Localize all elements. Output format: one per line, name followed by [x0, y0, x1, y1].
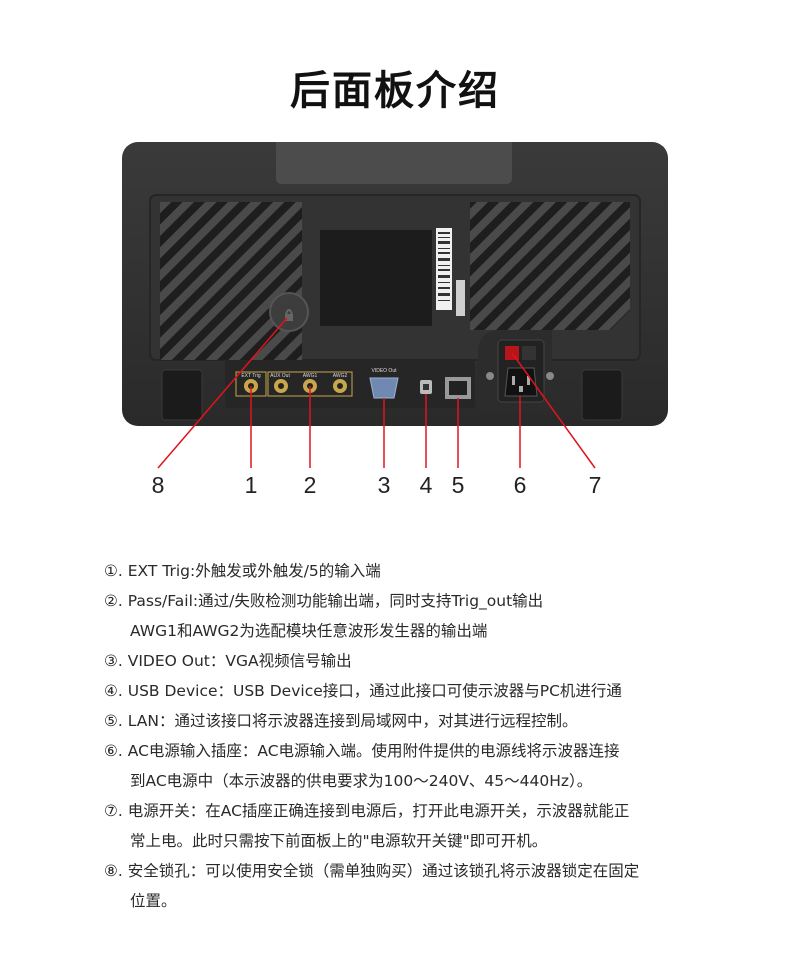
desc-pass-fail: ②. Pass/Fail:通过/失败检测功能输出端，同时支持Trig_out输出 — [104, 592, 544, 610]
desc-video-out: ③. VIDEO Out：VGA视频信号输出 — [104, 652, 352, 670]
desc-ac-inlet: ⑥. AC电源输入插座：AC电源输入端。使用附件提供的电源线将示波器连接 — [104, 742, 620, 760]
callout-5: 5 — [451, 472, 465, 498]
description-list: ①. EXT Trig:外触发或外触发/5的输入端 ②. Pass/Fail:通… — [104, 556, 744, 916]
right-vent-grille — [470, 202, 630, 330]
desc-power-switch-cont: 常上电。此时只需按下前面板上的"电源软开关键"即可开机。 — [130, 832, 548, 850]
top-recess — [276, 142, 512, 184]
awg2-label: AWG2 — [333, 373, 348, 379]
callout-lines — [157, 317, 596, 469]
video-out-label: VIDEO Out — [371, 368, 397, 374]
aux-out-label: AUX Out — [270, 373, 290, 379]
page-title: 后面板介绍 — [290, 68, 500, 114]
ac-inlet — [504, 367, 538, 397]
callout-1: 1 — [244, 472, 258, 498]
label-plate — [320, 230, 432, 326]
callout-2: 2 — [303, 472, 317, 498]
desc-pass-fail-cont: AWG1和AWG2为选配模块任意波形发生器的输出端 — [130, 622, 488, 640]
callout-8: 8 — [151, 472, 165, 498]
desc-power-switch: ⑦. 电源开关：在AC插座正确连接到电源后，打开此电源开关，示波器就能正 — [104, 802, 630, 820]
callout-6: 6 — [513, 472, 527, 498]
callout-3: 3 — [377, 472, 391, 498]
callout-7: 7 — [588, 472, 602, 498]
desc-lan: ⑤. LAN：通过该接口将示波器连接到局域网中，对其进行远程控制。 — [104, 712, 578, 730]
awg1-label: AWG1 — [303, 373, 318, 379]
desc-ext-trig: ①. EXT Trig:外触发或外触发/5的输入端 — [104, 562, 381, 580]
desc-security-lock-cont: 位置。 — [130, 892, 177, 910]
left-vent-grille — [160, 202, 302, 360]
vga-port — [369, 377, 399, 399]
callout-4: 4 — [419, 472, 433, 498]
ext-trig-label: EXT Trig — [241, 373, 261, 379]
desc-usb-device: ④. USB Device：USB Device接口，通过此接口可使示波器与PC… — [104, 682, 622, 700]
foot-left — [161, 369, 203, 421]
foot-right — [581, 369, 623, 421]
security-lock-hole — [269, 292, 309, 332]
rear-panel-illustration: EXT Trig AUX Out AWG1 AWG2 VIDEO Out — [122, 142, 668, 469]
desc-ac-inlet-cont: 到AC电源中（本示波器的供电要求为100～240V、45～440Hz）。 — [130, 772, 593, 790]
desc-security-lock: ⑧. 安全锁孔：可以使用安全锁（需单独购买）通过该锁孔将示波器锁定在固定 — [104, 862, 640, 880]
